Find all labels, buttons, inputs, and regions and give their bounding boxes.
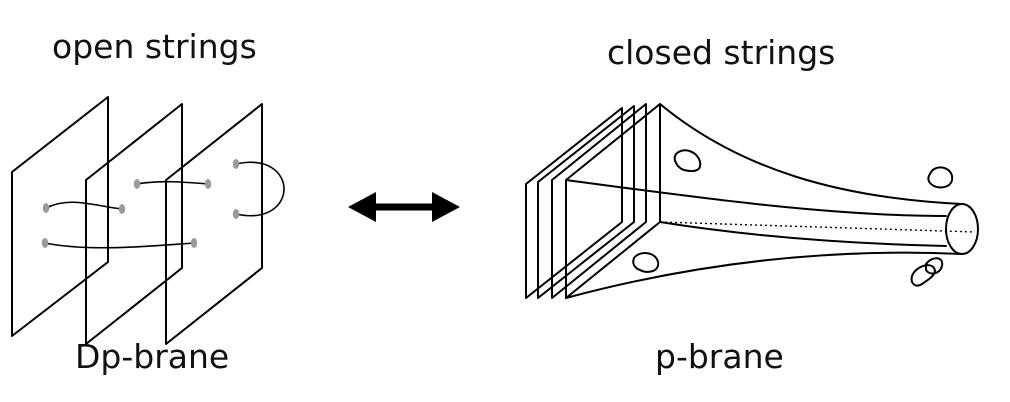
closed-string-loop-4 [910,264,936,287]
endpoint [232,209,240,219]
throat-top-edge [659,103,963,205]
brane-sheet-2 [85,103,183,345]
throat-end-ellipse [945,203,979,255]
dp-brane-group [11,96,285,345]
throat-axis-dotted [659,221,976,233]
double-arrow-icon [348,192,460,222]
brane-sheet-3 [165,103,263,345]
p-brane-group [525,103,979,299]
closed-string-loop-1 [673,149,702,172]
brane-sheet-1 [11,96,109,337]
throat-inner-lower [659,221,947,247]
endpoint [41,238,49,248]
open-string-2 [44,242,195,249]
closed-string-loop-5 [925,257,944,275]
open-string-loop [235,161,285,217]
open-strings-label: open strings [52,27,257,66]
endpoint [42,203,50,213]
closed-strings-label: closed strings [607,33,835,72]
closed-string-loop-3 [632,252,660,273]
endpoint [204,179,212,189]
dp-brane-label: Dp-brane [75,337,229,376]
string-endpoints [41,159,240,248]
endpoint [232,159,240,169]
brane-stack-sheet-3 [551,103,647,299]
open-string-3 [136,180,209,185]
endpoint [190,238,198,248]
open-string-1 [45,201,123,210]
throat-bottom-edge [565,251,963,299]
endpoint [133,179,141,189]
closed-string-loop-2 [927,166,954,189]
endpoint [118,204,126,214]
brane-stack-sheet-2 [537,105,635,299]
throat-inner-upper [565,179,947,217]
p-brane-label: p-brane [655,337,784,376]
brane-stack-sheet-1 [525,107,623,299]
